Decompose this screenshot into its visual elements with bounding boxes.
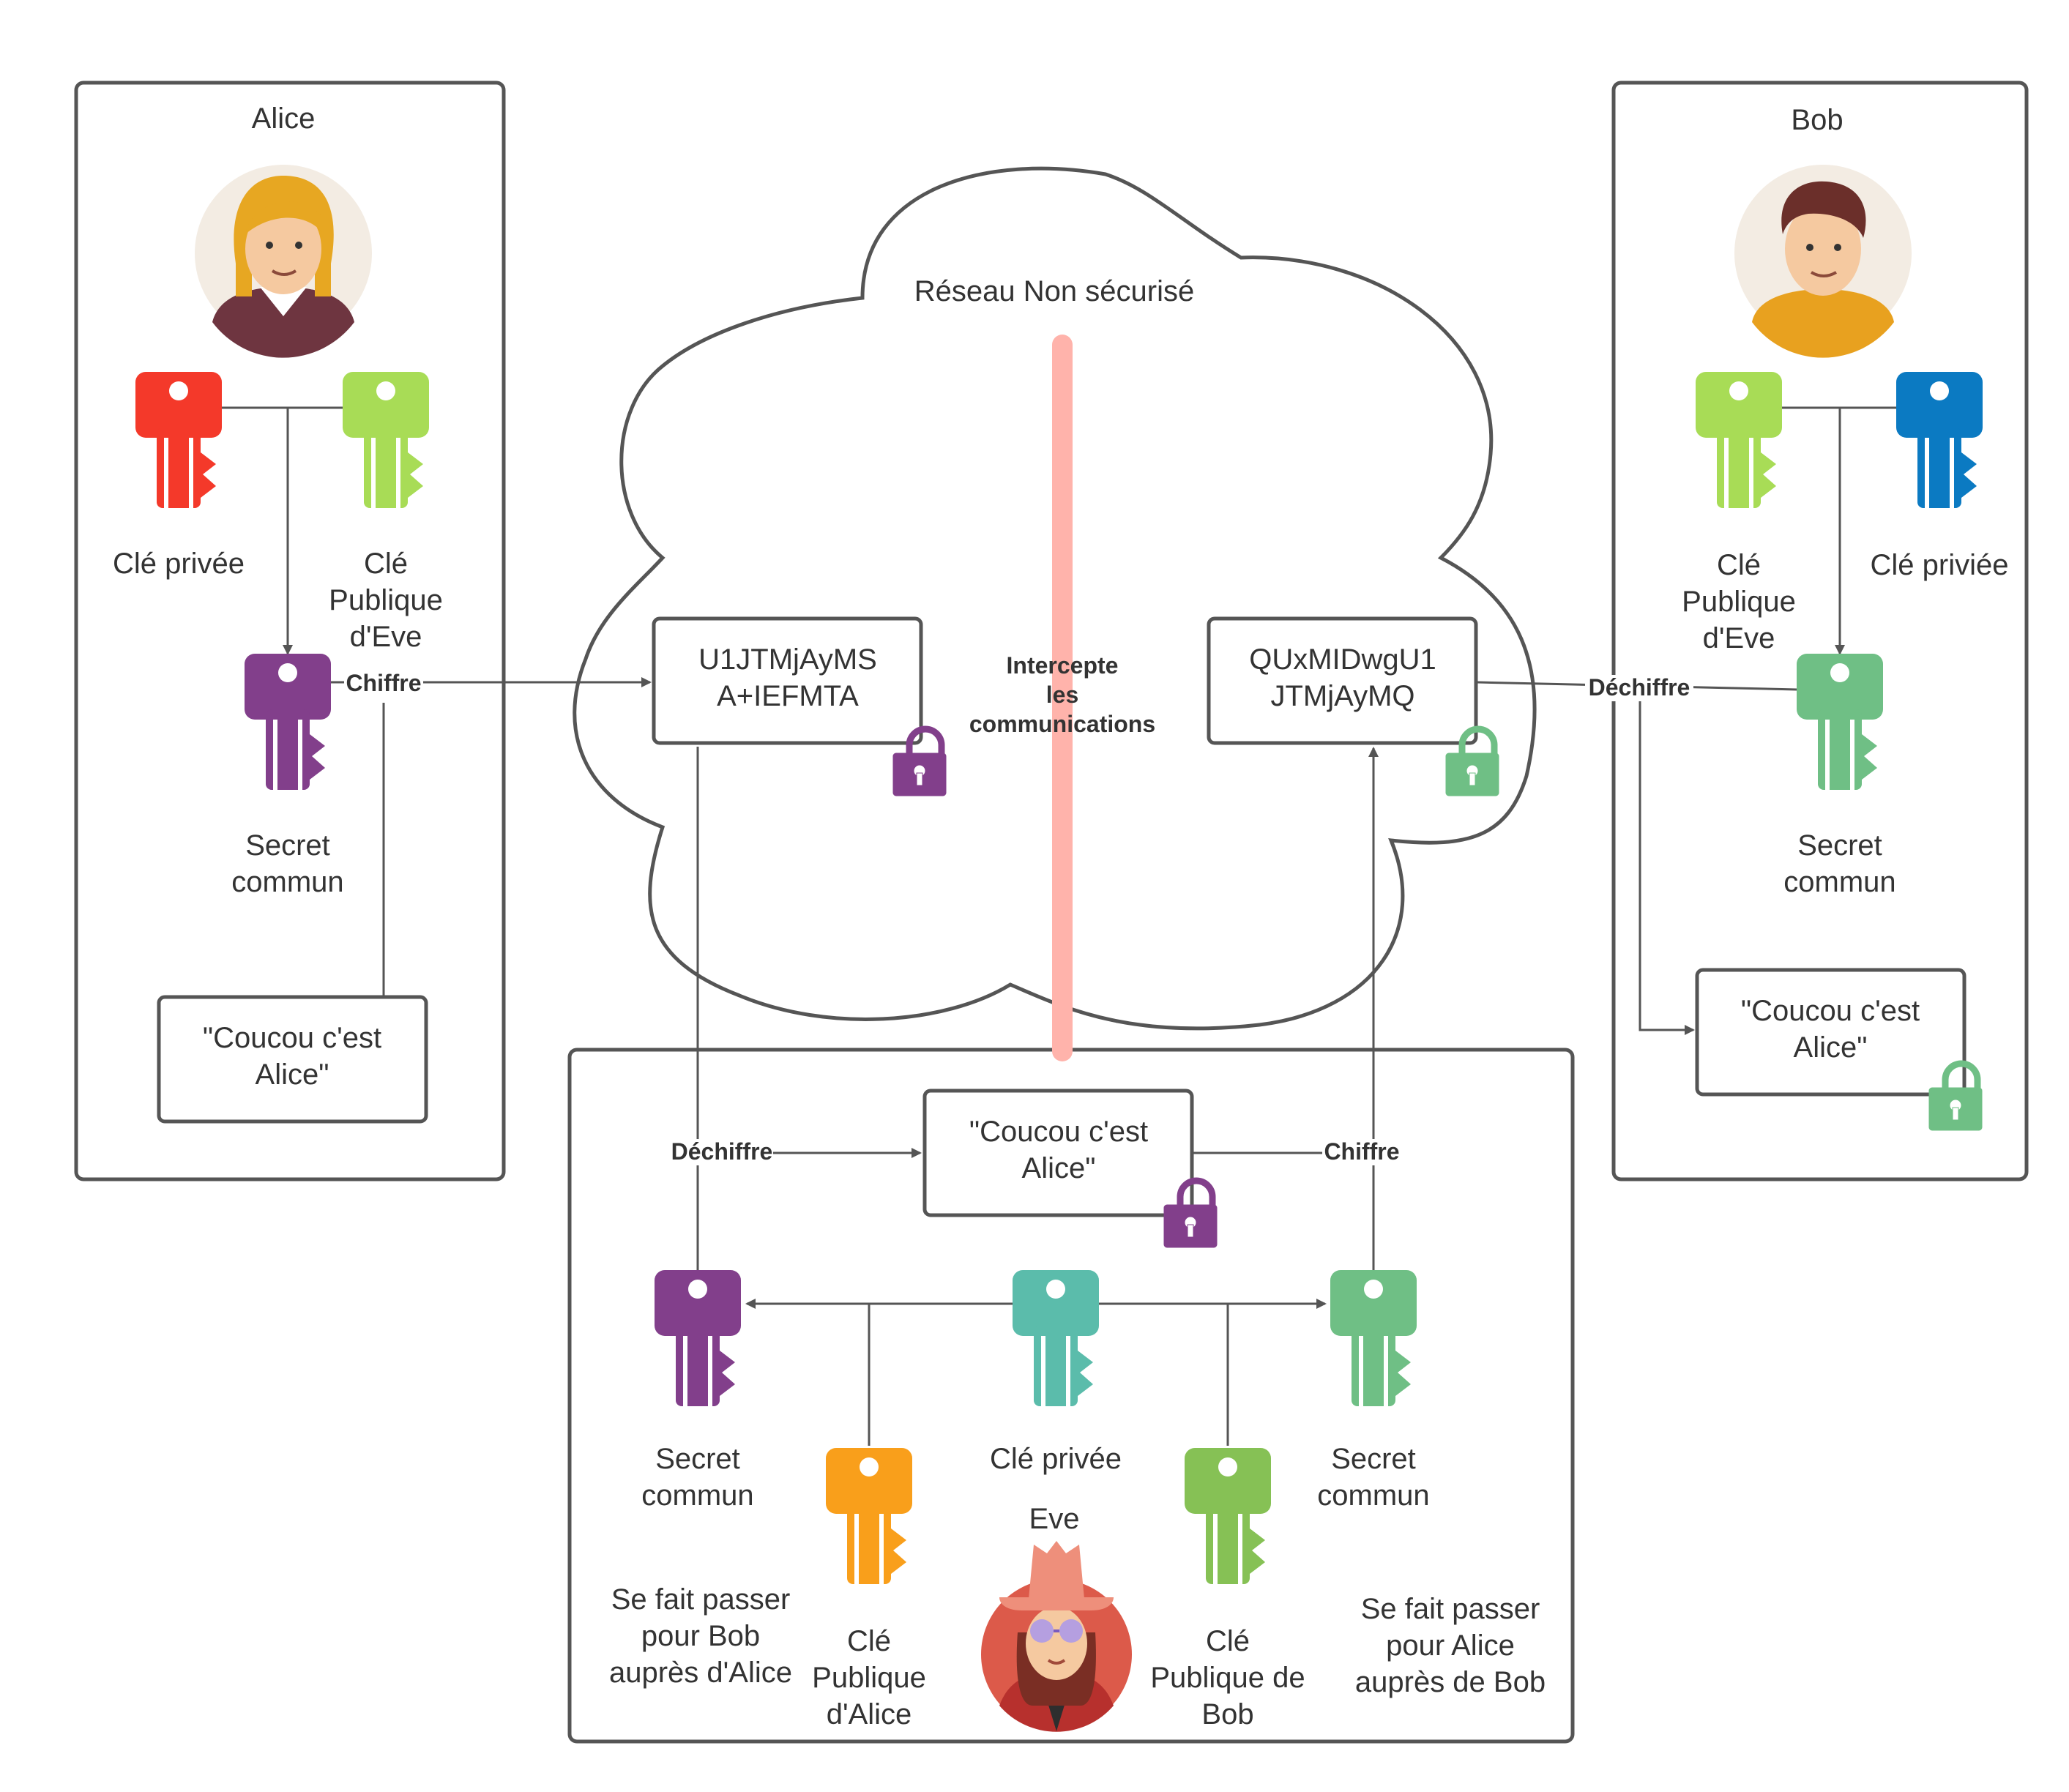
alice-message-line-1: "Coucou c'est bbox=[203, 1022, 381, 1054]
eve-secret-left-line-1: Secret bbox=[655, 1443, 740, 1475]
alice-private-key-label: Clé privée bbox=[113, 548, 245, 580]
eve-message-line-1: "Coucou c'est bbox=[969, 1116, 1148, 1148]
bob-private-key-label: Clé priviée bbox=[1871, 549, 2009, 581]
eve-alice-public-key-icon bbox=[826, 1448, 912, 1604]
eve-impersonate-alice-line-3: auprès de Bob bbox=[1355, 1666, 1546, 1698]
eve-secret-left-line-2: commun bbox=[641, 1479, 753, 1512]
alice-eve-public-key-line-2: Publique bbox=[329, 584, 443, 616]
bob-eve-public-key-line-3: d'Eve bbox=[1703, 622, 1775, 654]
bob-message-line-2: Alice" bbox=[1794, 1031, 1868, 1064]
eve-alice-public-key-line-2: Publique bbox=[812, 1662, 926, 1694]
avatar-eve bbox=[981, 1541, 1132, 1732]
bob-secret-label: Secret commun bbox=[1783, 829, 1895, 898]
bob-message-line-1: "Coucou c'est bbox=[1741, 995, 1920, 1027]
bob-secret-line-2: commun bbox=[1783, 866, 1895, 898]
eve-impersonate-bob: Se fait passer pour Bob auprès d'Alice bbox=[609, 1583, 792, 1689]
cipher-left-line-2: A+IEFMTA bbox=[717, 680, 859, 712]
alice-eve-public-key-icon bbox=[343, 372, 429, 528]
eve-secret-left-label: Secret commun bbox=[641, 1443, 753, 1512]
eve-bob-public-key-label: Clé Publique de Bob bbox=[1150, 1625, 1305, 1731]
cipher-left-box bbox=[652, 616, 923, 745]
eve-impersonate-bob-line-1: Se fait passer bbox=[611, 1583, 791, 1616]
alice-eve-public-key-line-3: d'Eve bbox=[350, 621, 422, 653]
cipher-right-box bbox=[1207, 616, 1478, 745]
alice-private-key-icon bbox=[135, 372, 222, 528]
cipher-right: QUxMIDwgU1 JTMjAyMQ bbox=[1249, 643, 1436, 712]
eve-bob-public-key-line-1: Clé bbox=[1206, 1625, 1250, 1657]
alice-secret-line-1: Secret bbox=[245, 829, 330, 862]
eve-impersonate-bob-line-2: pour Bob bbox=[641, 1620, 760, 1652]
eve-private-key-icon bbox=[1013, 1270, 1099, 1426]
bob-private-key-icon bbox=[1896, 372, 1983, 528]
eve-secret-right-key-icon bbox=[1330, 1270, 1417, 1426]
eve-bob-public-key-line-2: Publique de bbox=[1150, 1662, 1305, 1694]
alice-title: Alice bbox=[252, 102, 316, 135]
alice-message-line-2: Alice" bbox=[256, 1059, 329, 1091]
eve-alice-public-key-line-3: d'Alice bbox=[827, 1698, 912, 1731]
eve-secret-left-key-icon bbox=[655, 1270, 741, 1426]
eve-secret-right-label: Secret commun bbox=[1317, 1443, 1429, 1512]
bob-message-edge bbox=[1639, 690, 1695, 1035]
bob-message-box bbox=[1695, 968, 1967, 1097]
bob-decrypt-label: Déchiffre bbox=[1589, 674, 1690, 701]
eve-impersonate-alice: Se fait passer pour Alice auprès de Bob bbox=[1355, 1593, 1546, 1698]
alice-eve-public-key-label: Clé Publique d'Eve bbox=[329, 548, 443, 653]
eve-alice-public-key-label: Clé Publique d'Alice bbox=[812, 1625, 926, 1731]
intercept-bar bbox=[1052, 335, 1073, 1061]
intercept-label: Intercepte les communications bbox=[969, 652, 1155, 737]
eve-bob-public-key-icon bbox=[1185, 1448, 1271, 1604]
cipher-right-line-2: JTMjAyMQ bbox=[1270, 680, 1414, 712]
intercept-line-2: les bbox=[1046, 682, 1078, 708]
eve-message-box bbox=[922, 1089, 1194, 1217]
alice-frame bbox=[74, 81, 506, 1181]
bob-title: Bob bbox=[1791, 104, 1843, 136]
alice-message-box bbox=[157, 995, 428, 1124]
alice-secret-line-2: commun bbox=[231, 866, 343, 898]
eve-bob-public-key-line-3: Bob bbox=[1201, 1698, 1253, 1731]
eve-decrypt-label: Déchiffre bbox=[671, 1138, 773, 1165]
bob-eve-public-key-line-2: Publique bbox=[1682, 586, 1796, 618]
intercept-line-3: communications bbox=[969, 711, 1155, 737]
cipher-right-line-1: QUxMIDwgU1 bbox=[1249, 643, 1436, 676]
avatar-alice bbox=[195, 165, 372, 358]
alice-message: "Coucou c'est Alice" bbox=[203, 1022, 381, 1091]
alice-secret-label: Secret commun bbox=[231, 829, 343, 898]
bob-eve-public-key-icon bbox=[1696, 372, 1782, 528]
alice-encrypt-label: Chiffre bbox=[346, 670, 421, 696]
eve-message-line-2: Alice" bbox=[1022, 1152, 1096, 1184]
eve-private-key-label: Clé privée bbox=[990, 1443, 1122, 1475]
bob-eve-public-key-label: Clé Publique d'Eve bbox=[1682, 549, 1796, 654]
bob-secret-key-icon bbox=[1797, 654, 1883, 810]
eve-secret-right-line-1: Secret bbox=[1331, 1443, 1416, 1475]
avatar-bob bbox=[1734, 165, 1912, 358]
network-title: Réseau Non sécurisé bbox=[914, 275, 1194, 307]
eve-impersonate-bob-line-3: auprès d'Alice bbox=[609, 1657, 792, 1689]
bob-message: "Coucou c'est Alice" bbox=[1741, 995, 1920, 1064]
bob-eve-public-key-line-1: Clé bbox=[1717, 549, 1761, 581]
eve-message: "Coucou c'est Alice" bbox=[969, 1116, 1148, 1184]
bob-secret-line-1: Secret bbox=[1797, 829, 1882, 862]
cipher-left: U1JTMjAyMS A+IEFMTA bbox=[698, 643, 877, 712]
eve-secret-right-line-2: commun bbox=[1317, 1479, 1429, 1512]
eve-impersonate-alice-line-2: pour Alice bbox=[1386, 1629, 1515, 1662]
bob-frame bbox=[1611, 81, 2029, 1181]
alice-secret-key-icon bbox=[245, 654, 331, 810]
alice-eve-public-key-line-1: Clé bbox=[364, 548, 408, 580]
intercept-line-1: Intercepte bbox=[1007, 652, 1119, 679]
eve-encrypt-label: Chiffre bbox=[1324, 1138, 1399, 1165]
cipher-left-line-1: U1JTMjAyMS bbox=[698, 643, 877, 676]
eve-alice-public-key-line-1: Clé bbox=[847, 1625, 891, 1657]
eve-title: Eve bbox=[1029, 1503, 1080, 1535]
eve-impersonate-alice-line-1: Se fait passer bbox=[1361, 1593, 1540, 1625]
